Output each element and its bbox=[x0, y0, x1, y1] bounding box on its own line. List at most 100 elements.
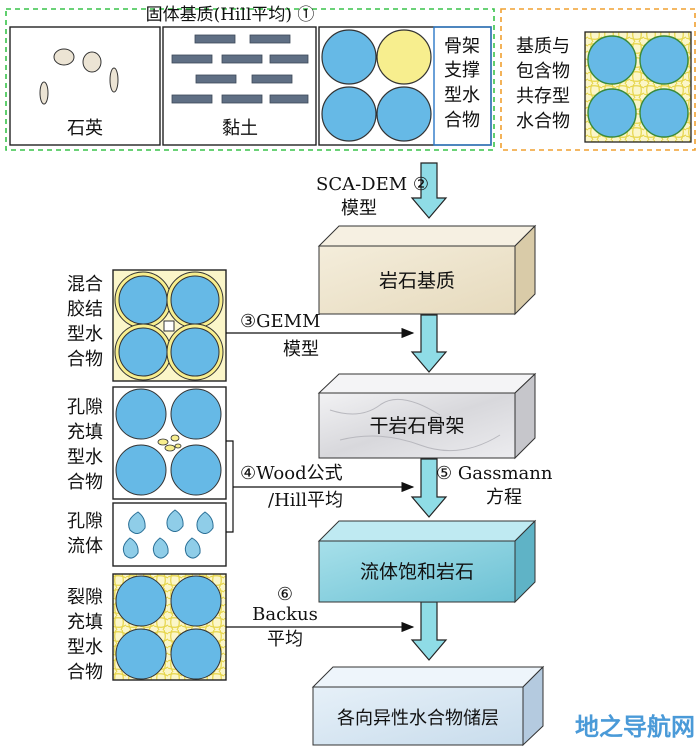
sand-grain bbox=[115, 444, 167, 496]
cemented-label-1: 混合 bbox=[67, 274, 103, 295]
step4-label-line2: /Hill平均 bbox=[268, 490, 343, 511]
flow-arrow-down bbox=[410, 458, 448, 518]
step2-label-line2: 模型 bbox=[341, 198, 377, 219]
dry-frame-label: 干岩石骨架 bbox=[369, 415, 464, 437]
step2-label-line1: SCA-DEM ② bbox=[316, 174, 429, 195]
flow-arrows bbox=[410, 162, 448, 661]
quartz-label: 石英 bbox=[67, 118, 103, 139]
clay-flake bbox=[195, 74, 237, 84]
fracture-label-4: 合物 bbox=[67, 662, 103, 683]
sand-grain bbox=[170, 444, 222, 496]
framework-hydrate-panel: 骨架 支撑 型水 合物 bbox=[318, 26, 492, 146]
sand-grain bbox=[170, 575, 222, 627]
quartz-grain bbox=[82, 51, 102, 73]
sand-grain bbox=[587, 35, 637, 85]
clay-flake bbox=[194, 34, 236, 44]
cemented-label-4: 合物 bbox=[67, 349, 103, 370]
clay-flake bbox=[269, 94, 309, 104]
saturated-rock-label: 流体饱和岩石 bbox=[360, 561, 474, 583]
sand-grain bbox=[321, 29, 377, 85]
sand-grain bbox=[587, 88, 637, 138]
rock-matrix-label: 岩石基质 bbox=[379, 270, 455, 292]
anisotropic-reservoir-label: 各向异性水合物储层 bbox=[337, 708, 499, 729]
sand-grain bbox=[115, 388, 167, 440]
flow-arrow-down bbox=[410, 162, 448, 219]
saturated-rock-block: 流体饱和岩石 bbox=[317, 519, 537, 604]
pore-filling-hydrate-group: 孔隙 充填 型水 合物 bbox=[67, 386, 227, 500]
hydrate-grain bbox=[376, 29, 432, 85]
flow-arrow-down bbox=[410, 314, 448, 373]
solid-matrix-title: 固体基质(Hill平均) ① bbox=[146, 5, 315, 25]
sand-grain bbox=[376, 86, 432, 142]
clay-flake bbox=[251, 74, 293, 84]
clay-flake bbox=[171, 94, 213, 104]
droplet-icon bbox=[184, 537, 201, 559]
coexist-label-4: 水合物 bbox=[516, 111, 570, 132]
rock-matrix-block: 岩石基质 bbox=[317, 224, 537, 316]
sand-grain bbox=[639, 88, 689, 138]
step5-label-line2: 方程 bbox=[486, 487, 522, 508]
framework-hydrate-label-4: 合物 bbox=[444, 110, 480, 131]
pore-filling-label-2: 充填 bbox=[67, 422, 103, 443]
sand-grain bbox=[118, 275, 168, 325]
fracture-label-3: 型水 bbox=[67, 637, 103, 658]
coexist-label-3: 共存型 bbox=[516, 86, 570, 107]
clay-flake bbox=[171, 54, 213, 64]
sand-grain bbox=[170, 388, 222, 440]
cemented-label-3: 型水 bbox=[67, 324, 103, 345]
droplet-icon bbox=[122, 537, 139, 559]
coexist-dashed-border bbox=[500, 8, 696, 151]
clay-flake bbox=[221, 54, 263, 64]
step4-label-line1: ④Wood公式 bbox=[240, 463, 343, 484]
sand-grain bbox=[118, 327, 168, 377]
quartz-panel: 石英 bbox=[9, 26, 161, 146]
pore-fluid-label-1: 孔隙 bbox=[67, 511, 103, 532]
pore-fluid-group: 孔隙 流体 bbox=[67, 502, 227, 567]
coexist-hydrate-group: 基质与 包含物 共存型 水合物 bbox=[500, 8, 696, 151]
sand-grain bbox=[170, 628, 222, 680]
coexist-label-2: 包含物 bbox=[516, 61, 570, 82]
cemented-label-2: 胶结 bbox=[67, 299, 103, 320]
sand-grain bbox=[115, 575, 167, 627]
sand-grain bbox=[170, 327, 220, 377]
sand-grain bbox=[115, 628, 167, 680]
solid-matrix-dashed-border bbox=[5, 8, 495, 151]
quartz-grain bbox=[109, 67, 119, 93]
pore-filling-label-4: 合物 bbox=[67, 472, 103, 493]
connector-arrows bbox=[226, 327, 415, 633]
framework-hydrate-label-3: 型水 bbox=[444, 85, 480, 106]
droplet-icon bbox=[166, 509, 184, 532]
droplet-icon bbox=[196, 511, 214, 534]
anisotropic-reservoir-block: 各向异性水合物储层 bbox=[311, 665, 545, 747]
fracture-label-2: 充填 bbox=[67, 612, 103, 633]
flow-arrow-down bbox=[410, 601, 448, 661]
quartz-grain bbox=[53, 48, 75, 66]
pore-filling-label-1: 孔隙 bbox=[67, 397, 103, 418]
step3-label-line2: 模型 bbox=[283, 339, 319, 360]
clay-flake bbox=[269, 54, 309, 64]
fracture-label-1: 裂隙 bbox=[67, 587, 103, 608]
dry-frame-block: 干岩石骨架 bbox=[317, 372, 537, 460]
droplet-icon bbox=[152, 537, 169, 559]
pore-filling-label-3: 型水 bbox=[67, 447, 103, 468]
watermark: 地之导航网 bbox=[575, 713, 695, 741]
clay-panel: 黏土 bbox=[162, 26, 317, 146]
clay-flake bbox=[221, 94, 263, 104]
quartz-grain bbox=[39, 81, 49, 105]
step3-label-line1: ③GEMM bbox=[240, 311, 321, 332]
step5-label-line1: ⑤ Gassmann bbox=[436, 463, 553, 484]
pore-fluid-label-2: 流体 bbox=[67, 536, 103, 557]
step6-label-line2: Backus bbox=[252, 604, 318, 625]
coexist-label-1: 基质与 bbox=[516, 36, 570, 57]
cemented-hydrate-group: 混合 胶结 型水 合物 bbox=[67, 269, 227, 382]
framework-hydrate-label-2: 支撑 bbox=[444, 60, 480, 81]
wood-bracket bbox=[226, 440, 234, 533]
fracture-hydrate-group: 裂隙 充填 型水 合物 bbox=[67, 573, 227, 683]
clay-label: 黏土 bbox=[222, 118, 258, 139]
sand-grain bbox=[170, 275, 220, 325]
droplet-icon bbox=[128, 511, 146, 534]
step6-label-line3: 平均 bbox=[267, 629, 303, 650]
sand-grain bbox=[321, 86, 377, 142]
framework-hydrate-label-1: 骨架 bbox=[444, 36, 480, 57]
clay-flake bbox=[249, 34, 291, 44]
